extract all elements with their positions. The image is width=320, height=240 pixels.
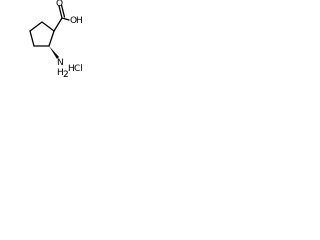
amine-h-subscript: 2 xyxy=(63,70,69,77)
ring-bond-4 xyxy=(29,30,35,47)
carbonyl-double-bond-a xyxy=(58,5,63,19)
hcl-cl-label: Cl xyxy=(74,64,83,74)
carboxyl-bond xyxy=(53,17,63,32)
ring-bond-5 xyxy=(29,21,43,32)
chemical-structure: O O H N H 2 H Cl xyxy=(29,0,83,77)
hcl-h-label: H xyxy=(68,64,75,74)
amine-wedge-bond xyxy=(49,46,59,59)
amine-n-label: N xyxy=(57,58,64,68)
carbonyl-double-bond-b xyxy=(60,4,66,18)
ring-bond-1 xyxy=(41,21,55,32)
hydroxyl-h-label: H xyxy=(76,16,83,26)
ring-bond-2 xyxy=(48,30,55,47)
structure-canvas: O O H N H 2 H Cl xyxy=(0,0,84,77)
amine-h-label: H xyxy=(57,68,64,77)
carbonyl-o-label: O xyxy=(56,0,63,9)
hydroxyl-bond xyxy=(61,17,70,21)
hydroxyl-o-label: O xyxy=(70,16,77,26)
